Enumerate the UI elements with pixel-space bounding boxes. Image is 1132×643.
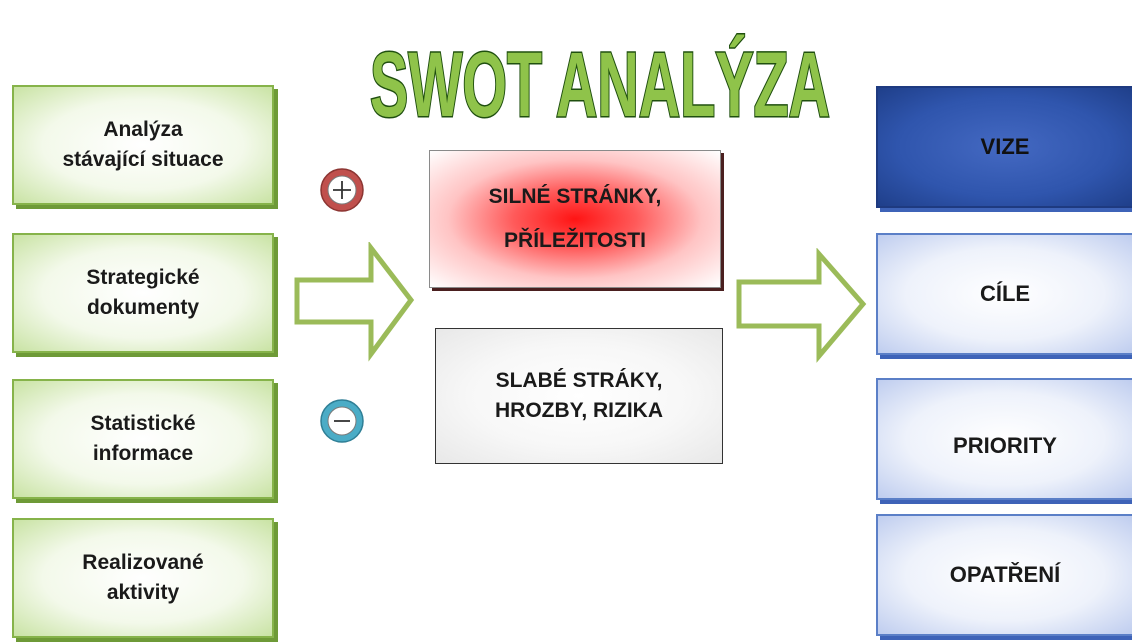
- strengths-label-line2: PŘÍLEŽITOSTI: [504, 229, 646, 252]
- input-label-line2: dokumenty: [86, 296, 199, 319]
- strengths-label-line1: SILNÉ STRÁNKY,: [488, 184, 662, 208]
- output-label: CÍLE: [979, 281, 1031, 307]
- input-box-activities: Realizované aktivity: [12, 518, 274, 638]
- output-box-measures: OPATŘENÍ: [876, 514, 1132, 636]
- weaknesses-label-line2: HROZBY, RIZIKA: [495, 399, 663, 422]
- output-box-goals: CÍLE: [876, 233, 1132, 355]
- input-label-line1: Realizované: [82, 550, 204, 574]
- output-label: PRIORITY: [953, 433, 1057, 459]
- arrow-right-icon: [294, 242, 415, 362]
- arrow-right-icon: [736, 248, 867, 363]
- input-label-line2: informace: [92, 442, 194, 465]
- output-label: OPATŘENÍ: [949, 562, 1061, 588]
- output-box-priorities: PRIORITY: [876, 378, 1132, 500]
- output-box-vision: VIZE: [876, 86, 1132, 208]
- input-box-statistics: Statistické informace: [12, 379, 274, 499]
- input-label-line1: Statistické: [90, 411, 196, 435]
- title-text: SWOT ANALÝZA: [370, 33, 830, 132]
- strengths-opportunities-box: SILNÉ STRÁNKY, PŘÍLEŽITOSTI: [429, 150, 721, 288]
- plus-icon: [320, 168, 364, 212]
- input-label-line2: aktivity: [106, 581, 180, 604]
- weaknesses-threats-box: SLABÉ STRÁKY, HROZBY, RIZIKA: [435, 328, 723, 464]
- output-label: VIZE: [980, 134, 1030, 160]
- input-box-analysis: Analýza stávající situace: [12, 85, 274, 205]
- minus-icon: [320, 399, 364, 443]
- input-label-line1: Analýza: [103, 117, 183, 141]
- input-label-line2: stávající situace: [62, 148, 224, 171]
- input-label-line1: Strategické: [86, 265, 200, 289]
- input-box-strategic-documents: Strategické dokumenty: [12, 233, 274, 353]
- weaknesses-label-line1: SLABÉ STRÁKY,: [495, 368, 663, 392]
- diagram-title: SWOT ANALÝZA: [369, 32, 832, 133]
